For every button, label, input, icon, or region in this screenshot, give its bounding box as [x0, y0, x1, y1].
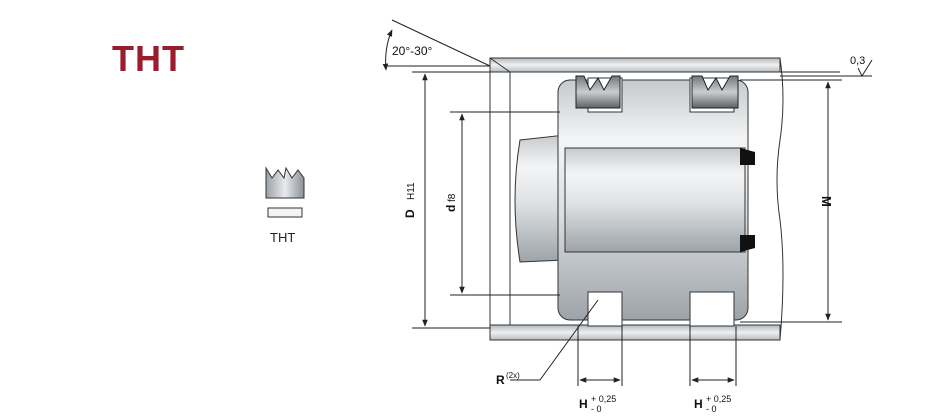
roughness-symbol [780, 59, 873, 78]
D-label: D [403, 209, 417, 218]
roughness-label: 0,3 [850, 55, 865, 67]
R-leader [510, 299, 599, 381]
M-dimension [740, 79, 842, 323]
H-label-left: H [579, 397, 588, 411]
d-dimension [450, 111, 560, 296]
H-lower-tolerance-left: - 0 [591, 404, 602, 414]
H-upper-tolerance-right: + 0,25 [706, 394, 731, 404]
M-label: M [819, 196, 834, 207]
H-dimension-right [689, 326, 737, 386]
piston-rod [514, 134, 566, 263]
d-tolerance-label: f8 [447, 193, 458, 202]
tht-seal-top-left [575, 75, 621, 109]
H-dimension-left [577, 326, 623, 386]
profile-label: THT [270, 230, 296, 245]
H-upper-tolerance-left: + 0,25 [591, 394, 616, 404]
H-lower-tolerance-right: - 0 [706, 404, 717, 414]
d-label: d [444, 205, 458, 212]
D-tolerance-label: H11 [406, 182, 417, 200]
angle-label: 20°-30° [392, 44, 432, 58]
piston-body [557, 77, 755, 327]
R-note: (2x) [506, 371, 520, 380]
H-label-right: H [694, 397, 703, 411]
R-label: R [496, 373, 505, 387]
angle-dimension [382, 19, 491, 71]
tht-seal-top-right [691, 75, 739, 109]
D-dimension [412, 71, 490, 329]
seal-profile-icon [262, 164, 308, 224]
product-title: THT [112, 38, 185, 79]
